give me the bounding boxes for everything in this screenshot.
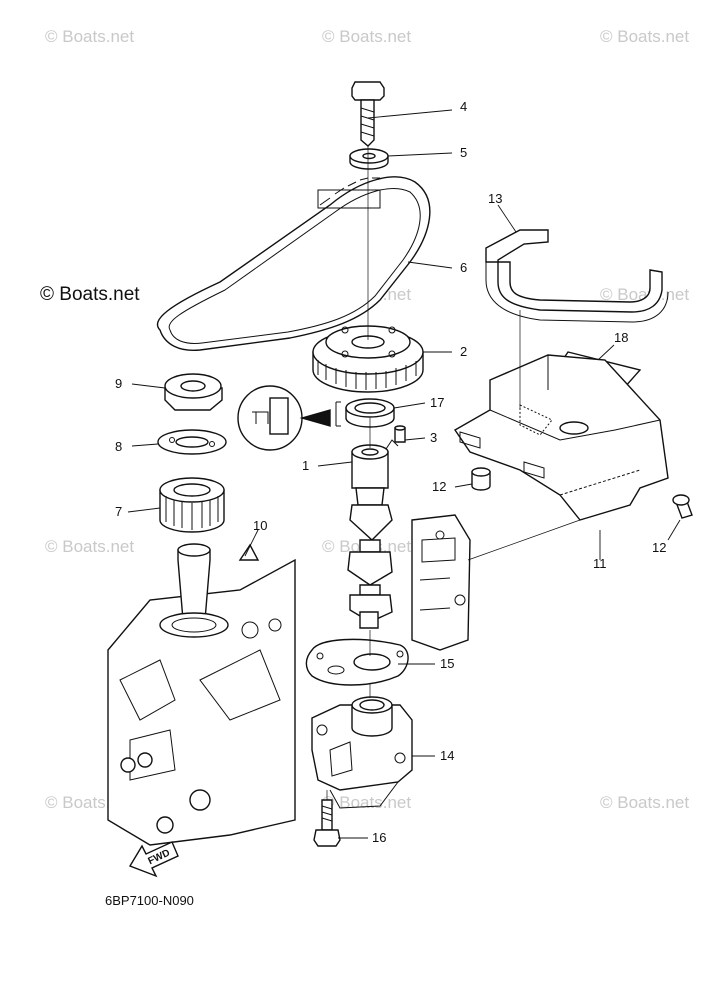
seal-detail-inset [237,385,331,451]
callout-8: 8 [115,439,122,454]
watermark: © Boats.net [45,27,134,46]
watermark: © Boats.net [600,27,689,46]
callout-12a: 12 [432,479,446,494]
part-grommet-12a [471,467,491,491]
engine-block-left [107,543,296,846]
callout-14: 14 [440,748,454,763]
callout-16: 16 [372,830,386,845]
part-plate-8 [157,429,227,455]
fwd-arrow: FWD [128,841,179,878]
watermark: © Boats.net [45,537,134,556]
part-bolt-16 [313,799,341,847]
part-drive-pulley-7 [159,477,225,533]
part-bolt-4 [351,81,385,147]
engine-block-right [411,514,471,651]
part-oil-seal-17 [335,398,395,428]
watermark: © Boats.net [322,27,411,46]
callouts: 4 5 6 2 17 3 1 9 8 7 10 11 12 12 13 18 1… [115,99,666,845]
part-cam-pulley-2 [312,325,424,393]
callout-5: 5 [460,145,467,160]
part-damper-13 [485,229,669,323]
part-grommet-12b [672,494,693,519]
callout-13: 13 [488,191,502,206]
watermark-dark: © Boats.net [40,284,140,305]
callout-17: 17 [430,395,444,410]
part-timing-belt-6 [156,176,431,352]
part-washer-5 [349,148,389,170]
part-camshaft-1 [347,444,393,629]
part-gasket-15 [305,638,409,686]
callout-11: 11 [593,556,607,571]
part-oil-pump-14 [311,696,413,809]
diagram-code: 6BP7100-N090 [105,893,194,908]
callout-10: 10 [253,518,267,533]
callout-6: 6 [460,260,467,275]
part-nut-9 [164,373,223,411]
callout-3: 3 [430,430,437,445]
leader-lines [127,109,681,839]
part-dowel-pin-3 [383,425,406,453]
watermark: © Boats.net [322,793,411,812]
watermarks: © Boats.net © Boats.net © Boats.net © Bo… [40,27,689,812]
callout-18: 18 [614,330,628,345]
callout-1: 1 [302,458,309,473]
callout-4: 4 [460,99,467,114]
callout-9: 9 [115,376,122,391]
callout-7: 7 [115,504,122,519]
callout-2: 2 [460,344,467,359]
callout-15: 15 [440,656,454,671]
part-cover-11 [453,354,669,521]
callout-12b: 12 [652,540,666,555]
watermark: © Boats.net [600,793,689,812]
